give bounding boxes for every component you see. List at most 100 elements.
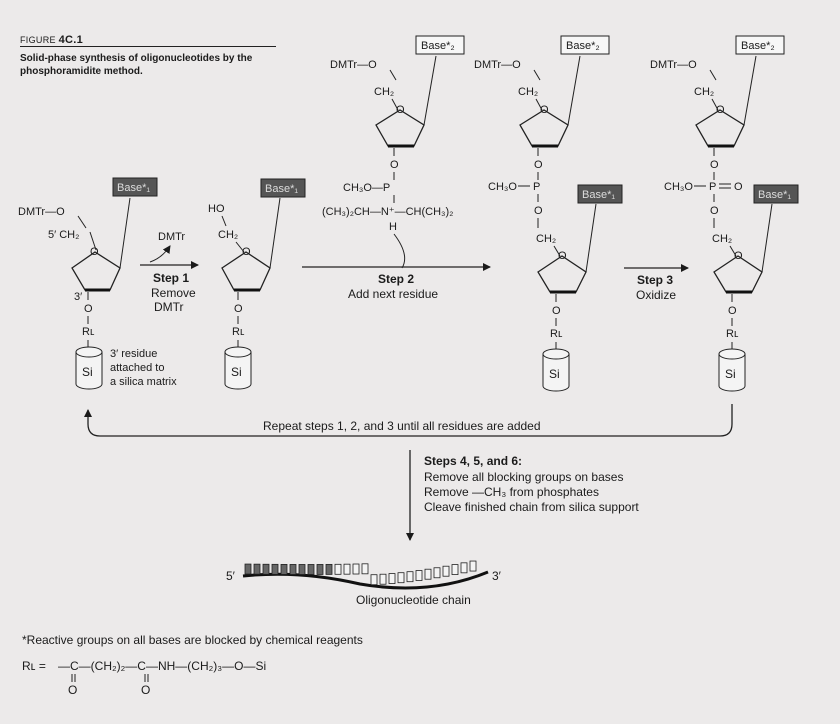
- bond: [235, 241, 245, 253]
- rl-formula-o2: O: [141, 683, 150, 697]
- repeat-text: Repeat steps 1, 2, and 3 until all resid…: [263, 419, 541, 433]
- chain-base-mark: [415, 570, 423, 581]
- chain-base-mark: [244, 563, 252, 575]
- bond: [221, 215, 227, 227]
- chain-base-mark: [325, 563, 333, 575]
- ring-oxygen: O: [540, 104, 549, 116]
- chain-base-mark: [334, 563, 342, 575]
- p-label: P: [709, 181, 716, 193]
- phosphoramidite-monomer: Base*₂ DMTr—O CH₂ O O CH₃O—P (CH₃)₂CH—N⁺…: [322, 35, 465, 269]
- step456-line3: Cleave finished chain from silica suppor…: [424, 500, 639, 514]
- step1-title: Step 1: [153, 271, 189, 285]
- chain-backbone: [242, 570, 489, 590]
- sugar-ring: [537, 255, 587, 293]
- ch2-label-lower: CH₂: [712, 233, 732, 245]
- ch2-label: 5′ CH₂: [48, 229, 79, 241]
- base2-label: Base*₂: [741, 40, 775, 52]
- bond: [535, 98, 543, 111]
- si-cylinder: [542, 354, 570, 392]
- bond: [77, 215, 87, 229]
- chain-base-mark: [343, 563, 351, 575]
- dmtr-o-label: DMTr—O: [330, 59, 377, 71]
- chain-base-mark: [307, 564, 315, 575]
- chain-base-mark: [424, 568, 432, 580]
- sugar-ring: [221, 251, 271, 291]
- chain-base-mark: [316, 564, 324, 575]
- attach-curve: [393, 233, 406, 269]
- chain-base-mark: [460, 562, 468, 574]
- chain-base-mark: [388, 573, 396, 584]
- ring-oxygen: O: [396, 104, 405, 116]
- sugar-ring: [519, 109, 569, 147]
- chain-base-mark: [469, 560, 477, 572]
- ho-label: HO: [208, 203, 225, 215]
- step-1: DMTr Step 1 Remove DMTr: [140, 231, 199, 314]
- chain-base-mark: [379, 573, 387, 585]
- si-label: Si: [725, 367, 736, 381]
- sugar-ring: [695, 109, 745, 147]
- dmtr-o-label: DMTr—O: [474, 59, 521, 71]
- bond: [269, 197, 281, 269]
- chain-bases: [244, 560, 477, 586]
- three-prime-label: 3′: [74, 291, 82, 303]
- ring-oxygen: O: [716, 104, 725, 116]
- o-5prime: O: [534, 205, 543, 217]
- step1-line1: Remove: [151, 286, 196, 300]
- o-3prime: O: [710, 159, 719, 171]
- repeat-loop: Repeat steps 1, 2, and 3 until all resid…: [84, 404, 733, 437]
- si-label: Si: [231, 365, 242, 379]
- base1-label: Base*₁: [265, 183, 298, 195]
- chain-base-mark: [262, 563, 270, 575]
- o-3prime: O: [552, 305, 561, 317]
- step456-title: Steps 4, 5, and 6:: [424, 454, 522, 468]
- o-3prime: O: [534, 159, 543, 171]
- base2-box: [735, 35, 785, 55]
- chain-5prime: 5′: [226, 569, 236, 583]
- si-label: Si: [82, 365, 93, 379]
- oligonucleotide-chain: 5′ 3′ Oligonucleotide chain: [226, 560, 502, 607]
- ring-oxygen: O: [90, 246, 99, 258]
- structure-1: DMTr—O 5′ CH₂ O Base*₁ 3′ O Rʟ Si 3′ res…: [18, 177, 177, 390]
- caption-rule: [20, 46, 276, 47]
- bond: [585, 203, 597, 273]
- residue-note-2: attached to: [110, 362, 164, 374]
- base1-label: Base*₁: [582, 189, 615, 201]
- bond: [567, 55, 581, 126]
- bond: [89, 231, 97, 251]
- chain-base-mark: [442, 565, 450, 577]
- ch2-label: CH₂: [374, 86, 394, 98]
- si-cylinder-top: [224, 346, 252, 358]
- bond: [533, 69, 541, 81]
- o-3prime: O: [84, 303, 93, 315]
- ch2-label: CH₂: [218, 229, 238, 241]
- base1-label: Base*₁: [117, 182, 150, 194]
- ring-oxygen: O: [558, 250, 567, 262]
- structure-3: Base*₂ DMTr—O CH₂ O O CH₃O P O CH₂ O: [474, 35, 623, 392]
- si-cylinder-top: [75, 346, 103, 358]
- ring-oxygen: O: [734, 250, 743, 262]
- repeat-arrow: [84, 404, 733, 437]
- bond: [761, 203, 773, 273]
- dmtr-leaving-arrow: [149, 245, 171, 263]
- chain-base-mark: [433, 567, 441, 579]
- o-3prime: O: [390, 159, 399, 171]
- chain-3prime: 3′: [492, 569, 502, 583]
- chain-base-mark: [271, 563, 279, 575]
- residue-note-3: a silica matrix: [110, 376, 177, 388]
- base1-box: [753, 184, 799, 204]
- chain-base-mark: [298, 564, 306, 575]
- bond: [391, 98, 399, 111]
- si-cylinder-top: [542, 348, 570, 360]
- rl-formula-body: —C—(CH₂)₂—C—NH—(CH₂)₃—O—Si: [58, 659, 266, 673]
- si-cylinder: [224, 352, 252, 390]
- rl-formula-o1: O: [68, 683, 77, 697]
- o-3prime: O: [728, 305, 737, 317]
- step456-line1: Remove all blocking groups on bases: [424, 470, 623, 484]
- step2-line1: Add next residue: [348, 287, 438, 301]
- h-label: H: [389, 221, 397, 233]
- chain-base-mark: [253, 563, 261, 575]
- si-cylinder: [718, 354, 746, 392]
- chain-base-mark: [451, 564, 459, 575]
